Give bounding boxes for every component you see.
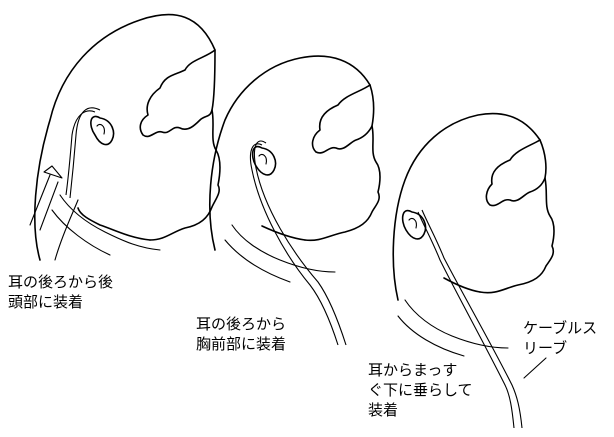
head-figure-chest [209,55,381,346]
head-figure-straight [392,112,555,429]
caption-straight-down: 耳からまっす ぐ下に垂らして 装着 [368,361,473,419]
caption-front-chest: 耳の後ろから 胸前部に装着 [196,315,287,353]
caption-behind-head: 耳の後ろから後 頭部に装着 [8,273,114,311]
caption-cable-sleeve: ケーブルス リーブ [523,319,598,357]
head-figure-behind [29,13,221,261]
